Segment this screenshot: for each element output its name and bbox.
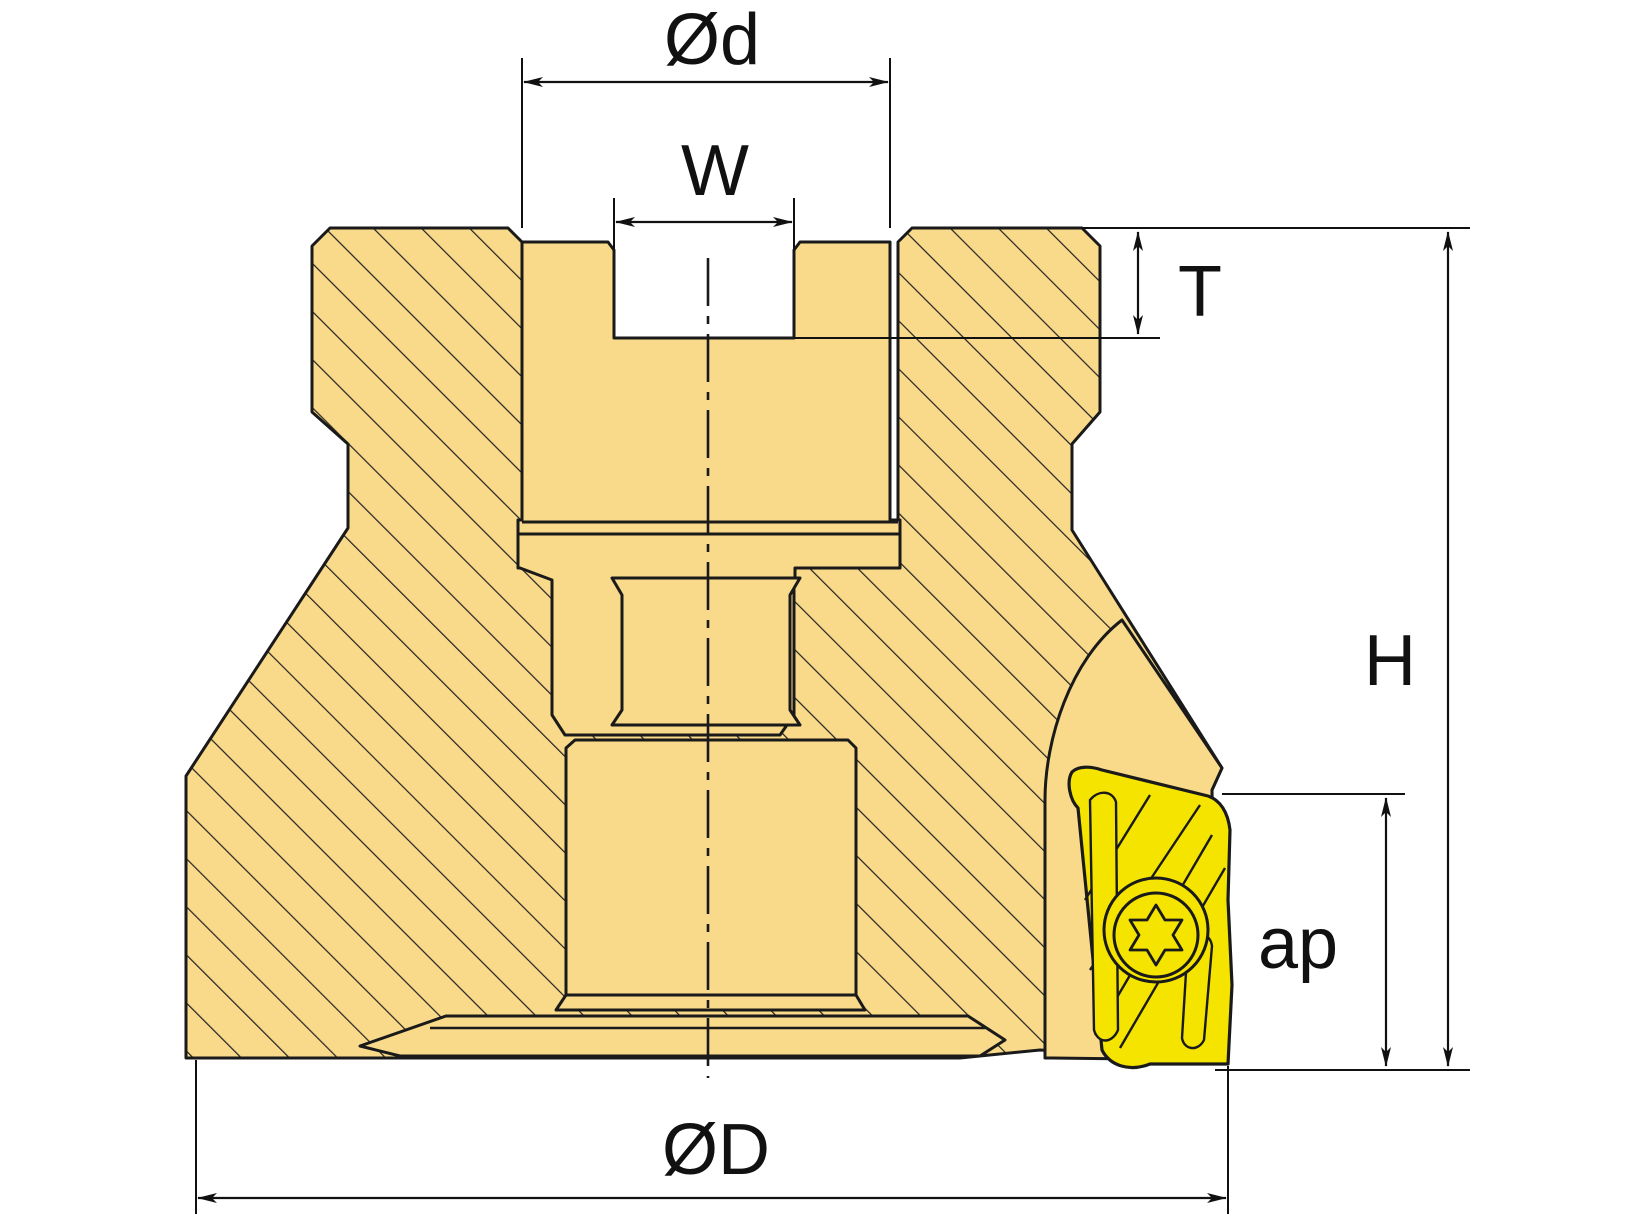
torx-star-icon xyxy=(1128,903,1184,967)
cutting-insert xyxy=(1067,765,1234,1070)
label-bore-diameter: Ød xyxy=(664,0,760,80)
bottom-recess xyxy=(358,1014,1007,1058)
dim-keyway-width: W xyxy=(613,131,795,250)
dim-cutting-depth: ap xyxy=(1222,793,1405,1067)
label-keyway-width: W xyxy=(681,131,749,211)
dim-bore-diameter: Ød xyxy=(521,0,891,228)
label-cutter-diameter: ØD xyxy=(662,1110,770,1190)
label-overall-height: H xyxy=(1364,621,1416,701)
dim-cutter-diameter: ØD xyxy=(195,1060,1229,1214)
lower-counterbore xyxy=(554,738,867,1012)
label-cutting-depth: ap xyxy=(1258,904,1338,984)
bore-neck xyxy=(610,576,802,727)
dim-keyway-depth: T xyxy=(794,227,1470,339)
dim-overall-height: H xyxy=(1215,231,1470,1071)
label-keyway-depth: T xyxy=(1178,252,1222,332)
